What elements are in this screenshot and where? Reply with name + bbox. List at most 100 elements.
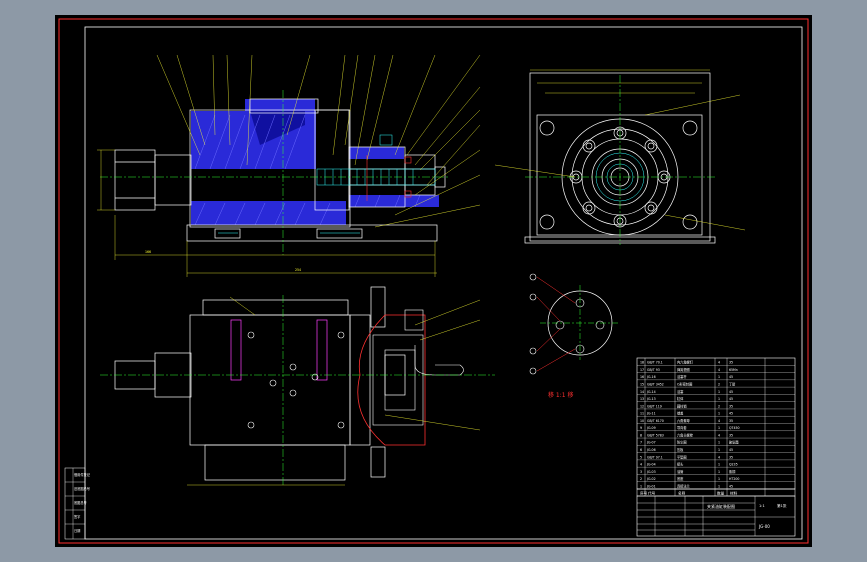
parts-list-cell: 11 (640, 412, 644, 416)
parts-list-cell: 活塞 (677, 389, 684, 394)
parts-list-cell: 2 (718, 404, 720, 408)
parts-list-cell: 1 (718, 463, 720, 467)
parts-list-header: 数量 (717, 491, 725, 496)
parts-list-header: 序号 (640, 491, 648, 496)
parts-list-cell: 15 (640, 383, 644, 387)
parts-list-cell: 压板 (677, 447, 684, 452)
parts-list-cell: 油管 (677, 469, 683, 474)
parts-list-cell: 1 (718, 470, 720, 474)
top-view (100, 286, 495, 486)
revision-label: 旧底图总号 (74, 486, 90, 491)
parts-list-cell: QT450 (729, 426, 740, 430)
parts-list-cell: GB/T 3452 (647, 383, 664, 387)
parts-list-cell: 13 (640, 397, 644, 401)
parts-list-cell: 2 (640, 477, 642, 481)
drawing-sheet: 借用件登记 旧底图总号 底图总号 签字 日期 (55, 15, 812, 547)
parts-list-cell: 17 (640, 368, 644, 372)
parts-list-cell: 4 (718, 368, 720, 372)
parts-list-cell: GB/T 93 (647, 368, 660, 372)
parts-list-cell: 45 (729, 448, 733, 452)
parts-list-cell: JG-11 (646, 412, 656, 416)
drawing-scale: 1:1 (759, 504, 765, 508)
parts-list-cell: 1 (718, 397, 720, 401)
parts-list-cell: JG-01 (646, 484, 656, 488)
parts-list-cell: 端盖 (677, 411, 684, 416)
parts-list-cell: 4 (718, 455, 720, 459)
parts-list-cell: 1 (718, 477, 720, 481)
parts-list-cell: 3 (640, 470, 642, 474)
parts-list-cell: 1 (640, 484, 642, 488)
parts-list-cell: GB/T 70.1 (647, 361, 663, 365)
parts-list-cell: 4 (718, 433, 720, 437)
parts-list-cell: 35 (729, 404, 733, 408)
parts-list-cell: 1 (718, 390, 720, 394)
drawing-sheet-number: 第1张 (777, 503, 787, 508)
title-block: 夹紧油缸装配图 JG-00 1:1 第1张 (636, 495, 796, 537)
parts-list-cell: 45 (729, 397, 733, 401)
parts-list-cell: 导向套 (677, 425, 687, 430)
parts-list-cell: 45 (729, 390, 733, 394)
parts-list-cell: 丁腈 (729, 382, 736, 387)
parts-list-cell: 连接法兰 (677, 483, 690, 488)
parts-list-cell: 14 (640, 390, 644, 394)
parts-list-cell: GB/T 97.1 (647, 455, 663, 459)
parts-list-cell: 45 (729, 412, 733, 416)
parts-list-cell: 16 (640, 375, 644, 379)
parts-list-cell: JG-16 (646, 375, 656, 379)
revision-label: 底图总号 (74, 500, 87, 505)
parts-list-cell: 1 (718, 484, 720, 488)
parts-list-cell: 35 (729, 361, 733, 365)
parts-list-cell: 35 (729, 419, 733, 423)
parts-list-cell: GB/T 6170 (647, 419, 664, 423)
parts-list-cell: JG-14 (646, 390, 656, 394)
parts-list-header: 材料 (730, 491, 738, 496)
dimension-text: 166 (145, 250, 151, 254)
parts-list-header: 代号 (648, 491, 656, 496)
parts-list-cell: 8 (640, 433, 642, 437)
parts-list-cell: 9 (640, 426, 642, 430)
parts-list-cell: 1 (718, 441, 720, 445)
parts-list-cell: 5 (640, 455, 642, 459)
parts-list-cell: 65Mn (729, 368, 738, 372)
parts-list-cell: 圆柱销 (677, 403, 687, 408)
parts-list-cell: 内六角螺钉 (677, 360, 694, 365)
parts-list-cell: 平垫圈 (677, 454, 687, 459)
parts-list-cell: 弹簧垫圈 (677, 367, 690, 372)
parts-list-cell: JG-07 (646, 441, 656, 445)
cad-drawing: 借用件登记 旧底图总号 底图总号 签字 日期 (58, 18, 809, 544)
parts-list-cell: O形密封圈 (677, 382, 692, 387)
parts-list-cell: 7 (640, 441, 642, 445)
section-label: 移 1:1 移 (548, 391, 573, 399)
parts-list-cell: JG-04 (646, 463, 656, 467)
parts-list-cell: GB/T 119 (647, 404, 662, 408)
parts-list-cell: 6 (640, 448, 642, 452)
parts-list-cell: HT200 (729, 477, 739, 481)
parts-list-cell: 10 (640, 419, 644, 423)
parts-list-cell: 缸体 (677, 396, 684, 401)
parts-list-cell: 1 (718, 426, 720, 430)
section-detail: 移 1:1 移 (529, 273, 620, 399)
inner-frame (84, 26, 803, 540)
parts-list-cell: 2 (718, 383, 720, 387)
parts-list-cell: 45 (729, 375, 733, 379)
side-view (494, 69, 746, 245)
parts-list-cell: 接头 (677, 462, 684, 467)
parts-list-cell: 4 (640, 463, 642, 467)
parts-list-cell: 12 (640, 404, 644, 408)
revision-label: 日期 (74, 528, 80, 533)
parts-list-cell: 35 (729, 433, 733, 437)
drawing-name: 夹紧油缸装配图 (707, 503, 735, 509)
parts-list-cell: Q235 (729, 463, 738, 467)
parts-list-cell: 底座 (677, 476, 684, 481)
parts-list-header: 名称 (678, 491, 686, 496)
parts-list-cell: 六角螺母 (677, 418, 690, 423)
parts-list-cell: 聚氨酯 (729, 440, 739, 445)
parts-list-cell: 紫铜 (729, 469, 735, 474)
drawing-number: JG-00 (758, 524, 770, 529)
parts-list-cell: 4 (718, 361, 720, 365)
parts-list-cell: 35 (729, 455, 733, 459)
revision-label: 签字 (74, 514, 80, 519)
dimension-text: 254 (295, 268, 301, 272)
parts-list-cell: JG-09 (646, 426, 656, 430)
parts-list-cell: 1 (718, 375, 720, 379)
